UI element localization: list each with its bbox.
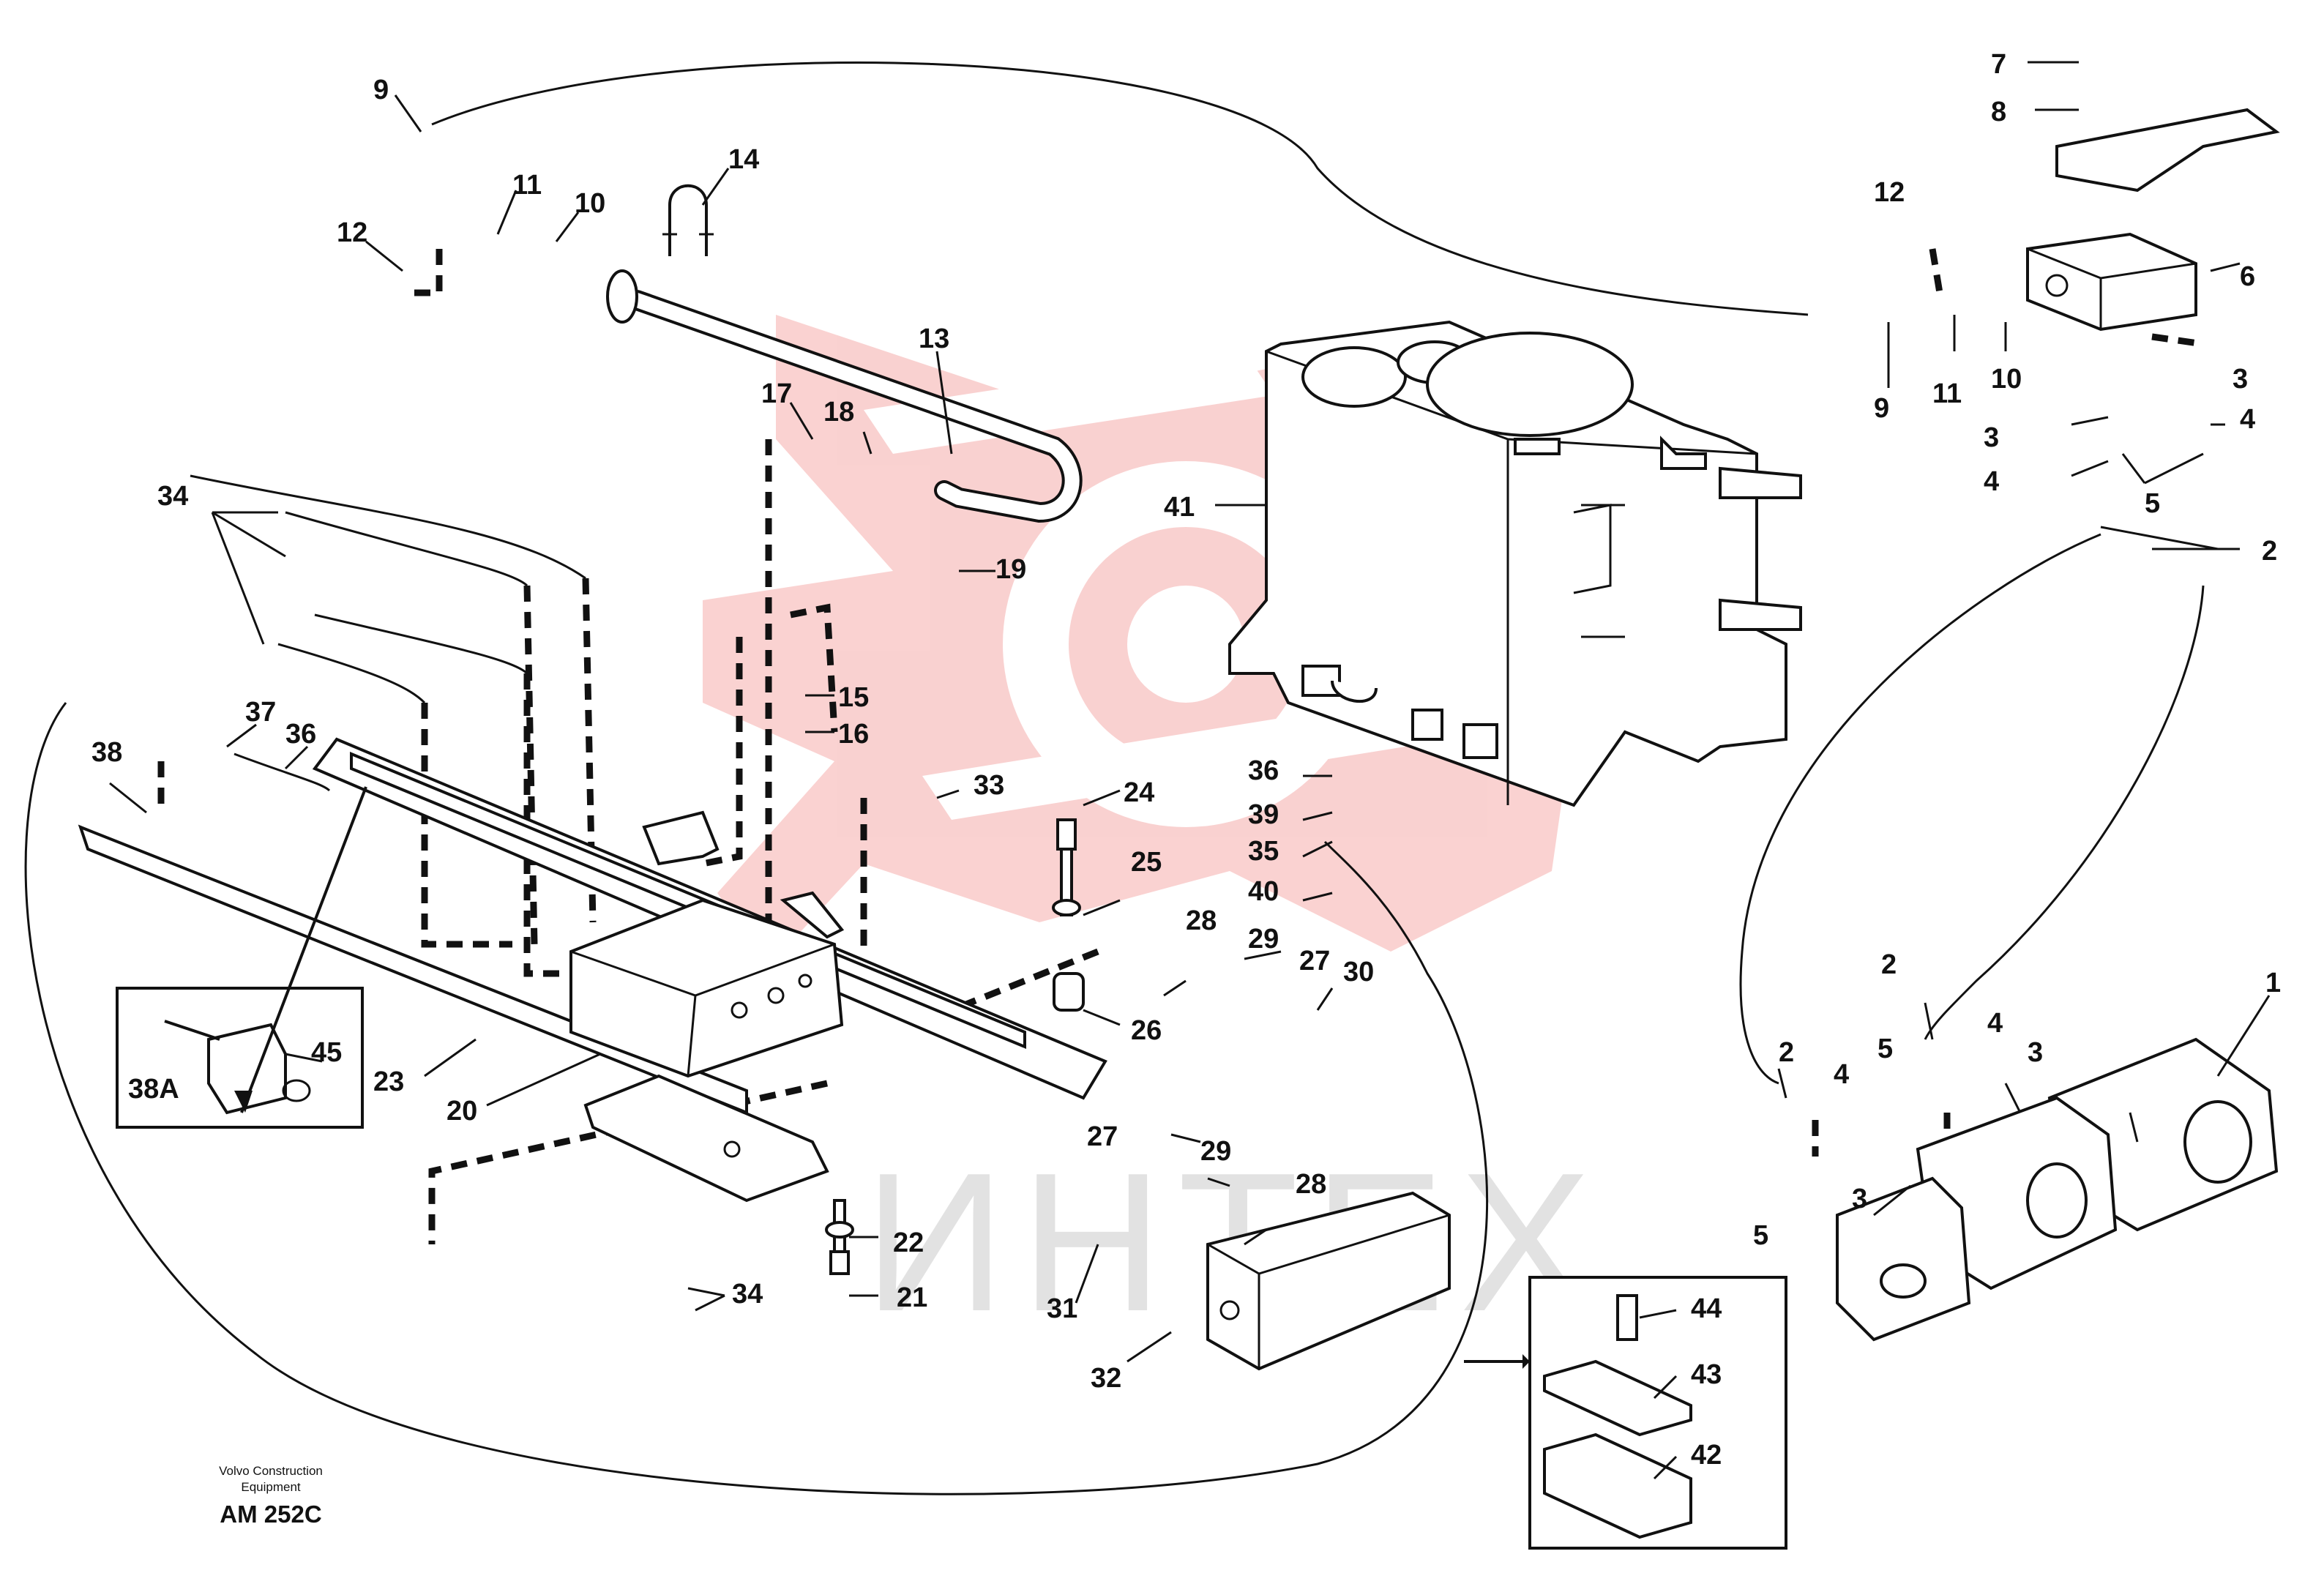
pipe-13	[606, 269, 1083, 523]
callout-34: 34	[157, 481, 188, 512]
callout-40: 40	[1248, 876, 1279, 907]
hose-routes	[24, 61, 2205, 1495]
callout-24: 24	[1124, 777, 1154, 808]
callout-43: 43	[1691, 1359, 1722, 1390]
callout-4: 4	[2240, 404, 2255, 435]
callout-33: 33	[974, 770, 1004, 801]
inset-42-44	[1464, 1276, 1787, 1550]
callout-23: 23	[373, 1066, 404, 1097]
callout-4: 4	[1987, 1008, 2003, 1039]
callout-27: 27	[1299, 946, 1330, 976]
credit-line-2: Equipment	[241, 1480, 301, 1494]
callout-14: 14	[728, 144, 759, 175]
callout-2: 2	[1779, 1037, 1794, 1068]
callout-25: 25	[1131, 847, 1162, 878]
callout-31: 31	[1047, 1293, 1077, 1324]
document-credit: Volvo Construction Equipment AM 252C	[219, 1464, 323, 1528]
callout-10: 10	[575, 188, 605, 219]
callout-30: 30	[1343, 957, 1374, 987]
u-bolt-14	[662, 184, 714, 256]
callout-37: 37	[245, 697, 276, 728]
callout-41: 41	[1164, 492, 1195, 523]
callout-12: 12	[1874, 177, 1905, 208]
callout-36: 36	[285, 719, 316, 750]
callout-26: 26	[1131, 1015, 1162, 1046]
callout-3: 3	[1984, 422, 1999, 453]
credit-line-1: Volvo Construction	[219, 1464, 323, 1478]
callout-18: 18	[823, 397, 854, 427]
callout-38A: 38A	[128, 1074, 179, 1105]
callout-5: 5	[2145, 488, 2160, 519]
callout-9: 9	[1874, 393, 1889, 424]
callout-3: 3	[2028, 1037, 2043, 1068]
callout-1: 1	[2265, 968, 2281, 998]
callout-3: 3	[2233, 364, 2248, 395]
valve-block-20	[569, 898, 844, 1078]
block-6	[2026, 108, 2280, 332]
callout-7: 7	[1991, 49, 2006, 80]
callout-35: 35	[1248, 836, 1279, 867]
callout-5: 5	[1877, 1034, 1893, 1064]
callout-29: 29	[1200, 1136, 1231, 1167]
callout-6: 6	[2240, 261, 2255, 292]
callout-36: 36	[1248, 755, 1279, 786]
callout-21: 21	[897, 1282, 927, 1313]
callout-38: 38	[91, 737, 122, 768]
callout-44: 44	[1691, 1293, 1722, 1324]
callout-34: 34	[732, 1279, 763, 1310]
callout-10: 10	[1991, 364, 2022, 395]
inset-38A-45	[116, 786, 367, 1129]
callout-5: 5	[1753, 1220, 1768, 1251]
callout-32: 32	[1091, 1363, 1121, 1394]
callout-8: 8	[1991, 97, 2006, 127]
callout-22: 22	[893, 1228, 924, 1258]
callout-15: 15	[838, 682, 869, 713]
callout-28: 28	[1296, 1169, 1326, 1200]
bolts	[825, 818, 1085, 1275]
callout-42: 42	[1691, 1440, 1722, 1471]
callout-2: 2	[2262, 536, 2277, 567]
pump-assembly	[1836, 1037, 2279, 1342]
callout-3: 3	[1852, 1184, 1867, 1214]
callout-12: 12	[337, 217, 367, 248]
callout-29: 29	[1248, 924, 1279, 954]
block-32	[1206, 1191, 1451, 1371]
callout-39: 39	[1248, 799, 1279, 830]
callout-2: 2	[1881, 949, 1897, 980]
callout-4: 4	[1984, 466, 1999, 497]
callout-20: 20	[447, 1096, 477, 1127]
bracket-plate	[583, 1074, 829, 1203]
leader-lines	[109, 61, 2271, 1480]
callout-11: 11	[512, 170, 542, 201]
hydraulic-tank	[1228, 320, 1802, 807]
callout-9: 9	[373, 75, 389, 105]
callout-28: 28	[1186, 905, 1217, 936]
callout-4: 4	[1834, 1059, 1849, 1090]
callout-labels: 1 2 2 2 3 3 3 3 4 4 4 4 5 5 5 6 7 8 9 9 …	[91, 49, 2281, 1471]
callout-17: 17	[761, 378, 792, 409]
callout-27: 27	[1087, 1121, 1118, 1152]
callout-19: 19	[995, 554, 1026, 585]
callout-16: 16	[838, 719, 869, 750]
callout-45: 45	[311, 1037, 342, 1068]
document-code: AM 252C	[220, 1501, 321, 1528]
callout-13: 13	[919, 324, 949, 354]
callout-11: 11	[1932, 378, 1962, 409]
